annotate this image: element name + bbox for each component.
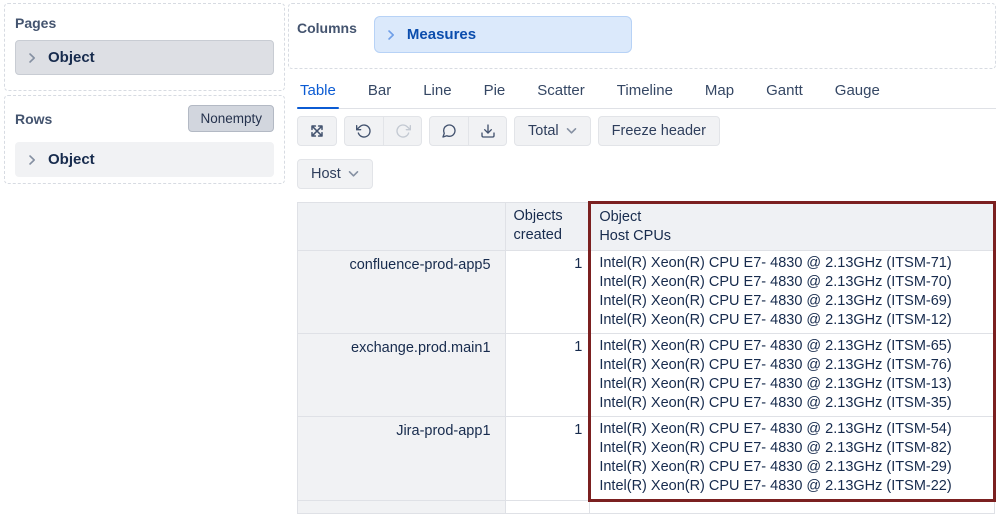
redo-icon [395,124,411,138]
rows-title: Rows [15,110,53,127]
dimension-sidebar: Pages Object Rows Nonempty Object [4,3,285,184]
swap-axes-icon [311,125,323,137]
cpu-line: Intel(R) Xeon(R) CPU E7- 4830 @ 2.13GHz … [599,357,952,373]
host-cpus-cell: Intel(R) Xeon(R) CPU E7- 4830 @ 2.13GHz … [588,250,996,334]
host-dropdown[interactable]: Host [297,159,373,189]
cpu-line: Intel(R) Xeon(R) CPU E7- 4830 @ 2.13GHz … [599,274,952,290]
chevron-right-icon [29,52,35,63]
table-toolbar: Total Freeze header [297,116,996,146]
columns-dimension-measures[interactable]: Measures [373,16,632,53]
rows-dimension-label: Object [48,151,95,168]
measure-header-cell[interactable]: Objects created [504,202,591,251]
table-row-partial [297,500,995,514]
host-label: Host [311,166,341,182]
table-row: exchange.prod.main1 1 Intel(R) Xeon(R) C… [297,333,996,417]
table-row: confluence-prod-app5 1 Intel(R) Xeon(R) … [297,250,996,334]
freeze-header-label: Freeze header [611,123,706,139]
host-cell[interactable]: confluence-prod-app5 [297,250,506,334]
redo-button[interactable] [383,117,421,145]
cpu-line: Intel(R) Xeon(R) CPU E7- 4830 @ 2.13GHz … [599,293,952,309]
download-button[interactable] [468,117,506,145]
host-cell[interactable]: Jira-prod-app1 [297,416,506,501]
objects-created-cell: 1 [504,416,591,501]
tab-scatter[interactable]: Scatter [537,82,585,99]
pages-title: Pages [15,15,57,31]
cpu-header-line1: Object [599,209,642,225]
cpu-line: Intel(R) Xeon(R) CPU E7- 4830 @ 2.13GHz … [599,338,952,354]
cpu-header-line2: Host CPUs [599,228,672,244]
tab-table[interactable]: Table [297,80,339,109]
row-dimension-bar: Host [297,159,996,189]
tab-line[interactable]: Line [423,82,452,99]
download-icon [480,124,495,138]
columns-title: Columns [297,20,357,36]
host-cpus-cell: Intel(R) Xeon(R) CPU E7- 4830 @ 2.13GHz … [588,333,996,417]
host-cell[interactable]: exchange.prod.main1 [297,333,506,417]
objects-created-cell: 1 [504,250,591,334]
tab-gantt[interactable]: Gantt [766,82,803,99]
tab-pie[interactable]: Pie [483,82,506,99]
undo-redo-group [344,116,422,146]
comment-icon [442,124,456,138]
tab-map[interactable]: Map [704,82,735,99]
columns-panel: Columns Measures [288,3,996,69]
measures-label: Measures [406,26,477,43]
pages-dimension-object[interactable]: Object [15,40,274,75]
comment-export-group [429,116,507,146]
report-area: Columns Measures Table Bar Line Pie Scat… [288,3,996,514]
cpu-header-cell[interactable]: Object Host CPUs [588,201,996,251]
undo-button[interactable] [345,117,383,145]
freeze-header-button[interactable]: Freeze header [597,116,720,146]
host-cell [297,500,506,514]
host-cpus-cell [589,500,995,514]
tab-timeline[interactable]: Timeline [616,82,673,99]
chevron-right-icon [388,29,394,40]
total-label: Total [528,123,559,139]
cpu-line: Intel(R) Xeon(R) CPU E7- 4830 @ 2.13GHz … [599,459,952,475]
chevron-right-icon [29,154,35,165]
rows-panel: Rows Nonempty Object [4,95,285,184]
cpu-line: Intel(R) Xeon(R) CPU E7- 4830 @ 2.13GHz … [599,440,952,456]
chevron-down-icon [348,171,359,177]
objects-created-cell [504,500,591,514]
undo-icon [356,124,371,138]
cpu-line: Intel(R) Xeon(R) CPU E7- 4830 @ 2.13GHz … [599,395,952,411]
nonempty-button[interactable]: Nonempty [188,105,274,132]
chevron-down-icon [566,128,576,134]
cpu-line: Intel(R) Xeon(R) CPU E7- 4830 @ 2.13GHz … [599,255,952,271]
cpu-line: Intel(R) Xeon(R) CPU E7- 4830 @ 2.13GHz … [599,376,952,392]
chart-type-tabs: Table Bar Line Pie Scatter Timeline Map … [297,80,996,109]
swap-axes-group [297,116,337,146]
pages-panel: Pages Object [4,3,285,91]
cpu-line: Intel(R) Xeon(R) CPU E7- 4830 @ 2.13GHz … [599,478,952,494]
corner-header-cell [297,202,506,251]
cpu-line: Intel(R) Xeon(R) CPU E7- 4830 @ 2.13GHz … [599,312,952,328]
table-row: Jira-prod-app1 1 Intel(R) Xeon(R) CPU E7… [297,416,996,502]
objects-created-cell: 1 [504,333,591,417]
rows-dimension-object[interactable]: Object [15,142,274,177]
comment-button[interactable] [430,117,468,145]
tab-gauge[interactable]: Gauge [834,82,880,99]
host-cpus-cell: Intel(R) Xeon(R) CPU E7- 4830 @ 2.13GHz … [588,416,996,502]
swap-axes-button[interactable] [298,117,336,145]
pages-dimension-label: Object [48,49,95,66]
cpu-line: Intel(R) Xeon(R) CPU E7- 4830 @ 2.13GHz … [599,421,952,437]
tab-bar[interactable]: Bar [367,82,392,99]
pivot-table: Objects created Object Host CPUs conflue… [297,201,996,514]
total-dropdown[interactable]: Total [514,116,591,146]
header-row: Objects created Object Host CPUs [297,201,996,251]
